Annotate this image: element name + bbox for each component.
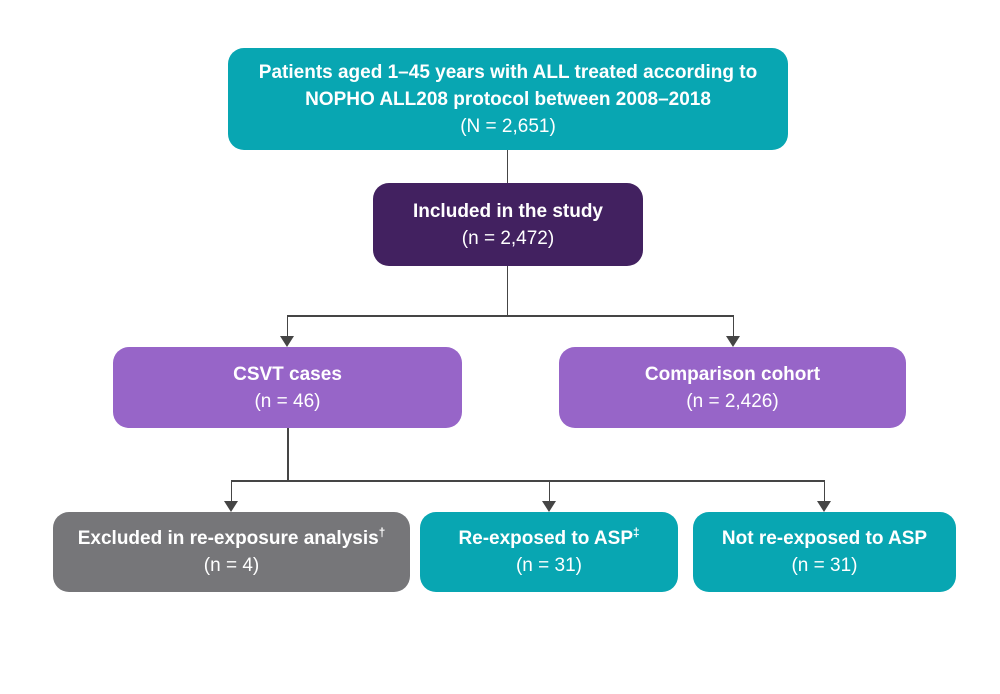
node-count: (n = 2,472) (461, 227, 555, 249)
flow-node-included: Included in the study (n = 2,472) (373, 183, 643, 266)
connector-branch-row1 (286, 315, 733, 317)
node-title-text: Patients aged 1–45 years with ALL treate… (258, 61, 758, 110)
connector-stub-csvt (286, 315, 288, 337)
node-title-text: Not re-exposed to ASP (721, 528, 928, 549)
arrowhead-down-icon (224, 501, 238, 512)
flow-node-population: Patients aged 1–45 years with ALL treate… (228, 48, 788, 150)
node-count: (n = 4) (203, 555, 260, 576)
node-count: (n = 2,426) (686, 390, 779, 412)
node-count: (n = 31) (515, 555, 582, 576)
node-title: Excluded in re-exposure analysis† (78, 525, 386, 552)
node-title: Re-exposed to ASP‡ (458, 525, 639, 552)
connector-included-stem (506, 266, 508, 316)
node-title: Comparison cohort (645, 361, 820, 388)
connector-csvt-stem (287, 428, 289, 481)
node-title: CSVT cases (233, 361, 342, 388)
connector-population-included (506, 150, 508, 184)
node-count: (N = 2,651) (460, 115, 556, 137)
node-title-text: CSVT cases (233, 363, 342, 385)
connector-stub-notreexposed (823, 480, 825, 502)
node-title-text: Included in the study (412, 200, 603, 222)
connector-branch-row2 (230, 480, 824, 482)
arrowhead-down-icon (280, 336, 294, 347)
flow-node-comparison: Comparison cohort (n = 2,426) (559, 347, 906, 428)
footnote-double-dagger-mark: ‡ (633, 526, 640, 540)
flow-node-excluded: Excluded in re-exposure analysis† (n = 4… (53, 512, 410, 592)
arrowhead-down-icon (726, 336, 740, 347)
node-title: Not re-exposed to ASP (722, 525, 927, 552)
flow-node-csvt: CSVT cases (n = 46) (113, 347, 462, 428)
connector-stub-comparison (732, 315, 734, 337)
node-count: (n = 46) (254, 390, 321, 412)
flow-node-not-reexposed: Not re-exposed to ASP (n = 31) (693, 512, 956, 592)
node-title: Patients aged 1–45 years with ALL treate… (246, 59, 770, 113)
flow-node-reexposed: Re-exposed to ASP‡ (n = 31) (420, 512, 678, 592)
arrowhead-down-icon (817, 501, 831, 512)
node-count: (n = 31) (791, 555, 858, 576)
arrowhead-down-icon (542, 501, 556, 512)
node-title-text: Excluded in re-exposure analysis (77, 528, 379, 549)
connector-stub-excluded (230, 480, 232, 502)
node-title-text: Re-exposed to ASP (458, 528, 633, 549)
footnote-dagger-mark: † (378, 526, 386, 540)
node-title: Included in the study (413, 198, 603, 225)
connector-stub-reexposed (548, 480, 550, 502)
node-title-text: Comparison cohort (644, 363, 821, 385)
